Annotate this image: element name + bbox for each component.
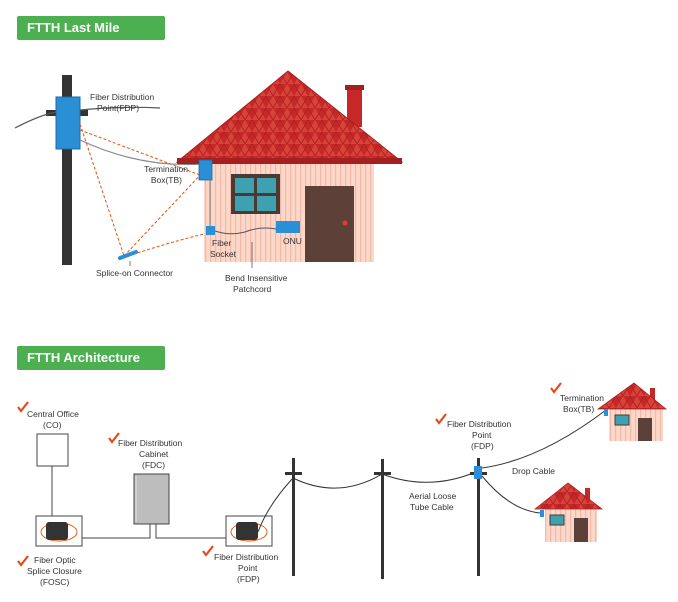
socket-label-2: Socket (210, 249, 237, 259)
drop-cable-upper (481, 409, 607, 469)
orange-fiber-4 (127, 231, 213, 257)
fosc-label-2: Splice Closure (27, 566, 82, 576)
fdp-low-label-3: (FDP) (237, 574, 260, 584)
aerial-cable-label: Aerial Loose (409, 491, 457, 501)
distribution-cable (155, 524, 226, 539)
fdc-label-2: Cabinet (139, 449, 169, 459)
fdp-pole-label-2: Point (472, 430, 492, 440)
fdp-pole-box (474, 466, 482, 479)
termination-box (198, 159, 213, 181)
tb-arch-label: Termination (560, 393, 604, 403)
orange-fiber-2 (79, 129, 201, 176)
check-icon (435, 413, 447, 425)
fiber-socket (206, 226, 215, 235)
tb-box-lower (540, 510, 544, 517)
socket-label: Fiber (212, 238, 232, 248)
architecture-section: Central Office (CO) Fiber Distribution C… (17, 382, 667, 587)
fdp-low-label-2: Point (238, 563, 258, 573)
fosc-closure (46, 522, 68, 540)
fosc-label: Fiber Optic (34, 555, 76, 565)
fdp-label-2: Point(FDP) (97, 103, 139, 113)
fdc-label-3: (FDC) (142, 460, 165, 470)
check-icon (17, 555, 29, 567)
fdc-cabinet (133, 473, 170, 525)
tb-arch-label-2: Box(TB) (563, 404, 594, 414)
fdp-pole-label: Fiber Distribution (447, 419, 512, 429)
last-mile-section: Fiber Distribution Point(FDP) Terminatio… (14, 70, 404, 294)
aerial-cable-right (79, 106, 161, 111)
tb-label-2: Box(TB) (151, 175, 182, 185)
section-title-architecture: FTTH Architecture (17, 346, 165, 370)
fdp-box (55, 96, 81, 150)
central-office-box (36, 433, 69, 467)
utility-pole (62, 75, 72, 265)
fdp-label: Fiber Distribution (90, 92, 155, 102)
aerial-cable-label-2: Tube Cable (410, 502, 454, 512)
fdp-low-label: Fiber Distribution (214, 552, 279, 562)
feeder-cable (82, 524, 151, 539)
check-icon (108, 432, 120, 444)
patchcord-label-2: Patchcord (233, 284, 272, 294)
fdp-low-closure (236, 522, 258, 540)
chimney-cap (345, 85, 364, 90)
pole-3 (477, 458, 480, 576)
check-icon (17, 401, 29, 413)
drop-cable-gray (79, 139, 203, 166)
house-lower (533, 482, 604, 542)
drop-cable-label: Drop Cable (512, 466, 555, 476)
orange-fiber-1 (79, 123, 125, 257)
aerial-cable-left (14, 111, 57, 129)
house-roof (175, 70, 404, 163)
drop-cable-lower (481, 475, 541, 514)
fdp-pole-label-3: (FDP) (471, 441, 494, 451)
onu-label: ONU (283, 236, 302, 246)
co-label: Central Office (27, 409, 79, 419)
pole-1 (292, 458, 295, 576)
onu-device (276, 221, 300, 233)
house-upper (596, 382, 667, 441)
tb-label: Termination (144, 164, 188, 174)
tb-box-upper (604, 409, 608, 416)
check-icon (202, 545, 214, 557)
splice-on-connector (118, 250, 138, 260)
chimney (347, 87, 362, 127)
aerial-cable (257, 470, 479, 533)
patchcord (214, 227, 277, 235)
fosc-label-3: (FOSC) (40, 577, 69, 587)
connector-label: Splice-on Connector (96, 268, 173, 278)
door-knob (342, 220, 348, 226)
co-label-2: (CO) (43, 420, 62, 430)
roof-eave (177, 158, 402, 164)
pole-2 (381, 459, 384, 579)
fdc-label: Fiber Distribution (118, 438, 183, 448)
patchcord-label: Bend Insensitive (225, 273, 288, 283)
check-icon (550, 382, 562, 394)
section-title-last-mile: FTTH Last Mile Design (17, 16, 165, 59)
